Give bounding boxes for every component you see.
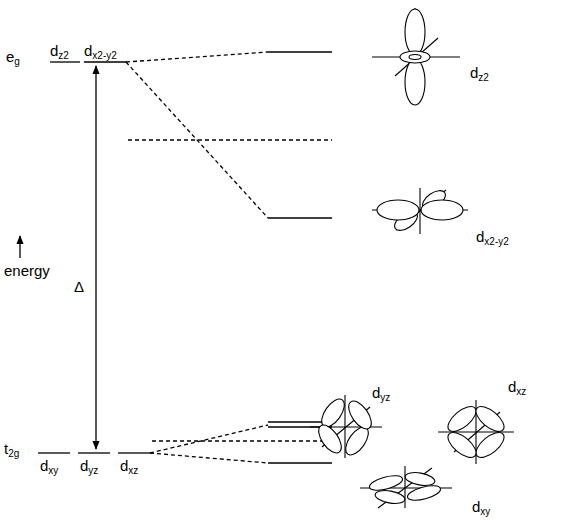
orbital-label: dxy	[40, 457, 58, 475]
orbital-label: dz2	[50, 42, 69, 60]
barycenter-line	[152, 440, 332, 441]
correlation-line	[150, 425, 268, 453]
energy-arrow	[19, 236, 20, 258]
barycenter-line	[128, 139, 332, 140]
orbital-label: dxy	[472, 498, 490, 516]
axis-label: energy	[4, 262, 50, 280]
splitting-label: Δ	[74, 278, 84, 296]
energy-level	[268, 217, 332, 218]
delta-arrow	[95, 66, 96, 449]
energy-level	[268, 51, 332, 52]
dx2-y2-orbital	[372, 187, 468, 234]
dxy-orbital	[360, 466, 452, 508]
orbital-label: dx2-y2	[476, 228, 509, 246]
dyz-orbital	[310, 395, 382, 459]
correlation-line	[150, 453, 268, 463]
orbital-label: dxz	[508, 378, 526, 396]
energy-level	[78, 452, 110, 453]
energy-level	[50, 61, 80, 62]
energy-level	[268, 462, 332, 463]
energy-level	[38, 452, 70, 453]
orbital-label: dyz	[372, 384, 390, 402]
correlation-line	[126, 62, 268, 218]
orbital-label: dyz	[80, 457, 98, 475]
orbital-label: dx2-y2	[84, 42, 117, 60]
symmetry-label: eg	[6, 48, 20, 66]
energy-level	[84, 61, 126, 62]
dxz-orbital	[438, 400, 514, 464]
correlation-line	[126, 52, 268, 62]
symmetry-label: t2g	[4, 440, 19, 458]
orbital-label: dz2	[470, 64, 489, 82]
dz2-orbital	[372, 8, 460, 105]
orbital-label: dxz	[120, 457, 138, 475]
energy-level	[118, 452, 150, 453]
